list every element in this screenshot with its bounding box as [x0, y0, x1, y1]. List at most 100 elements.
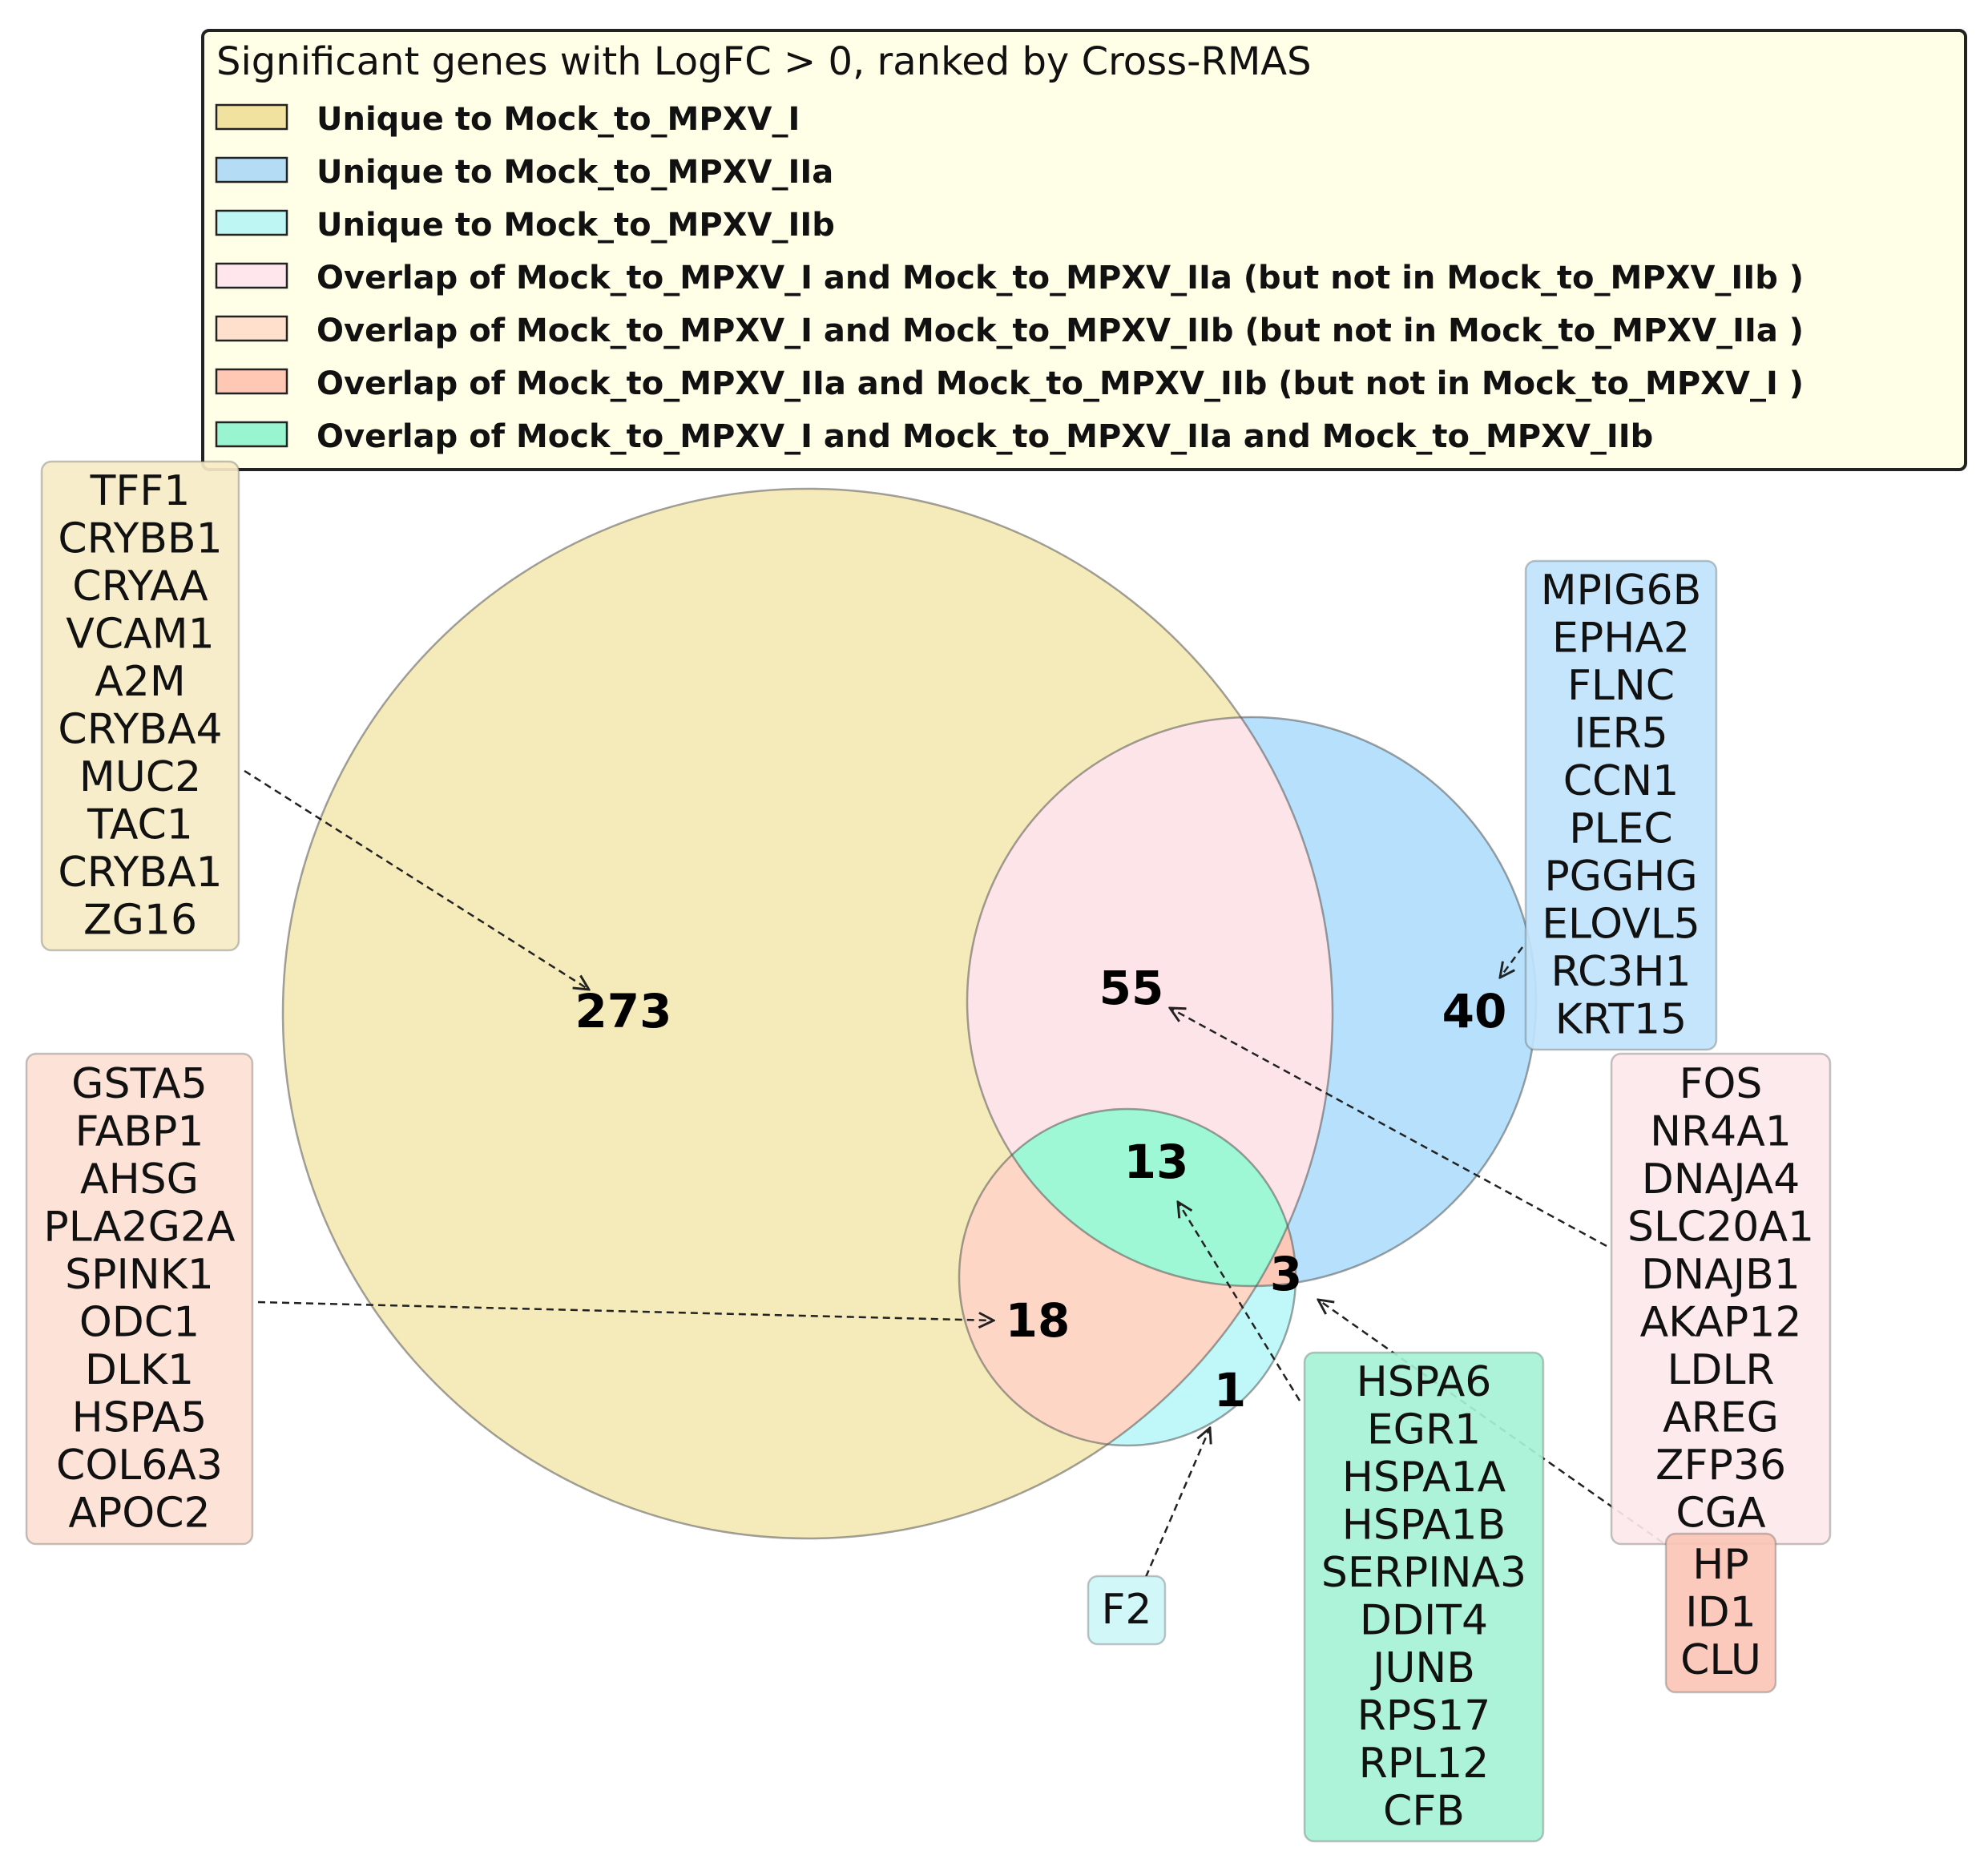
- gene-list-box: [1524, 559, 1718, 1051]
- region-count-iia: 40: [1442, 984, 1507, 1038]
- gene-name: AHSG: [80, 1155, 199, 1204]
- gene-name: RPL12: [1359, 1740, 1490, 1788]
- region-count-i-iia: 55: [1099, 961, 1164, 1015]
- gene-name: PLA2G2A: [43, 1203, 236, 1251]
- callout-arrow-i: [244, 769, 589, 990]
- callout-arrow-iib: [1144, 1428, 1210, 1578]
- gene-name: CRYBB1: [58, 514, 222, 563]
- gene-name: SERPINA3: [1321, 1549, 1526, 1597]
- gene-name: DNAJB1: [1641, 1251, 1800, 1299]
- legend-swatch-IIa: [215, 156, 288, 183]
- legend-label-I: Unique to Mock_to_MPXV_I: [317, 101, 800, 138]
- gene-name: SPINK1: [65, 1251, 214, 1299]
- gene-name: CCN1: [1563, 757, 1680, 805]
- gene-name: AKAP12: [1640, 1298, 1802, 1346]
- legend-label-I_IIa: Overlap of Mock_to_MPXV_I and Mock_to_MP…: [317, 260, 1804, 296]
- gene-name: ID1: [1685, 1589, 1756, 1637]
- gene-name: TFF1: [90, 467, 191, 515]
- gene-name: F2: [1102, 1586, 1152, 1634]
- gene-list-box: [1303, 1351, 1545, 1843]
- region-count-iib: 1: [1214, 1363, 1246, 1417]
- gene-name: HSPA1A: [1342, 1454, 1506, 1502]
- legend-swatch-all: [215, 421, 288, 448]
- gene-list-box: [40, 460, 240, 952]
- gene-name: CLU: [1680, 1636, 1761, 1684]
- gene-name: DDIT4: [1360, 1596, 1488, 1644]
- gene-name: ZFP36: [1655, 1442, 1786, 1490]
- gene-list-box: [1664, 1532, 1777, 1694]
- gene-list-box: [1087, 1575, 1167, 1646]
- legend-frame: [201, 29, 1967, 471]
- legend-label-IIa_IIb: Overlap of Mock_to_MPXV_IIa and Mock_to_…: [317, 365, 1804, 402]
- legend-swatch-IIa_IIb: [215, 368, 288, 395]
- gene-list-iib: F2: [1087, 1575, 1167, 1646]
- venn-circle-outline-i: [281, 487, 1334, 1540]
- gene-name: GSTA5: [71, 1060, 208, 1108]
- region-count-all: 13: [1124, 1135, 1189, 1189]
- callout-arrow-all: [1178, 1202, 1301, 1401]
- gene-name: ZG16: [83, 896, 197, 944]
- gene-list-all: HSPA6EGR1HSPA1AHSPA1BSERPINA3DDIT4JUNBRP…: [1303, 1351, 1545, 1843]
- gene-name: COL6A3: [56, 1442, 223, 1490]
- gene-name: FOS: [1680, 1060, 1763, 1108]
- gene-list-i: TFF1CRYBB1CRYAAVCAM1A2MCRYBA4MUC2TAC1CRY…: [40, 460, 240, 952]
- gene-name: DLK1: [85, 1346, 194, 1394]
- gene-name: EGR1: [1367, 1405, 1481, 1454]
- gene-name: RPS17: [1357, 1692, 1491, 1740]
- gene-list-iia: MPIG6BEPHA2FLNCIER5CCN1PLECPGGHGELOVL5RC…: [1524, 559, 1718, 1051]
- gene-name: RC3H1: [1550, 948, 1691, 996]
- gene-list-i-iib: GSTA5FABP1AHSGPLA2G2ASPINK1ODC1DLK1HSPA5…: [25, 1052, 254, 1546]
- legend-swatch-I: [215, 103, 288, 131]
- venn-circles: [281, 487, 1538, 1540]
- region-count-i-iib: 18: [1006, 1293, 1071, 1348]
- gene-name: HSPA5: [72, 1393, 208, 1442]
- gene-name: HSPA1B: [1342, 1501, 1506, 1549]
- gene-name: ODC1: [79, 1298, 200, 1346]
- gene-name: CGA: [1675, 1489, 1766, 1537]
- gene-name: DNAJA4: [1642, 1155, 1800, 1204]
- gene-name: MPIG6B: [1541, 567, 1702, 615]
- gene-name: A2M: [95, 658, 186, 706]
- gene-name: NR4A1: [1650, 1107, 1792, 1155]
- gene-name: CRYAA: [72, 563, 208, 611]
- gene-name: TAC1: [87, 800, 193, 849]
- gene-name: FABP1: [75, 1107, 204, 1155]
- gene-name: SLC20A1: [1627, 1203, 1814, 1251]
- legend-swatch-I_IIa: [215, 262, 288, 289]
- gene-name: IER5: [1574, 709, 1667, 757]
- legend-label-IIb: Unique to Mock_to_MPXV_IIb: [317, 207, 835, 244]
- gene-name: JUNB: [1370, 1644, 1475, 1692]
- legend-label-I_IIb: Overlap of Mock_to_MPXV_I and Mock_to_MP…: [317, 313, 1804, 349]
- gene-name: APOC2: [68, 1489, 210, 1537]
- gene-name: CFB: [1383, 1787, 1465, 1835]
- gene-list-box: [25, 1052, 254, 1546]
- gene-name: LDLR: [1667, 1346, 1774, 1394]
- gene-name: CRYBA1: [58, 849, 222, 897]
- legend-swatch-I_IIb: [215, 315, 288, 342]
- region-count-i: 273: [575, 984, 671, 1038]
- legend-label-all: Overlap of Mock_to_MPXV_I and Mock_to_MP…: [317, 418, 1653, 455]
- legend: Significant genes with LogFC > 0, ranked…: [201, 29, 1967, 471]
- legend-items: Unique to Mock_to_MPXV_I Unique to Mock_t…: [215, 101, 1804, 455]
- venn-circle-outline-iib: [958, 1107, 1297, 1447]
- gene-name: KRT15: [1555, 995, 1687, 1043]
- gene-lists: TFF1CRYBB1CRYAAVCAM1A2MCRYBA4MUC2TAC1CRY…: [25, 460, 1832, 1843]
- gene-list-i-iia: FOSNR4A1DNAJA4SLC20A1DNAJB1AKAP12LDLRARE…: [1610, 1052, 1832, 1546]
- gene-name: MUC2: [79, 753, 201, 801]
- legend-label-IIa: Unique to Mock_to_MPXV_IIa: [317, 154, 833, 191]
- gene-name: VCAM1: [66, 610, 214, 658]
- gene-name: PLEC: [1569, 804, 1673, 853]
- gene-name: HSPA6: [1357, 1358, 1492, 1406]
- callout-arrow-iia: [1500, 946, 1524, 978]
- callout-arrow-i-iia: [1170, 1008, 1607, 1248]
- callout-arrow-i-iib: [257, 1300, 994, 1321]
- legend-swatch-IIb: [215, 209, 288, 236]
- region-count-iia-iib: 3: [1270, 1247, 1302, 1301]
- gene-name: EPHA2: [1552, 614, 1690, 662]
- gene-name: ELOVL5: [1542, 900, 1700, 948]
- legend-title: Significant genes with LogFC > 0, ranked…: [216, 39, 1312, 84]
- gene-name: CRYBA4: [58, 705, 222, 753]
- gene-name: PGGHG: [1544, 853, 1697, 901]
